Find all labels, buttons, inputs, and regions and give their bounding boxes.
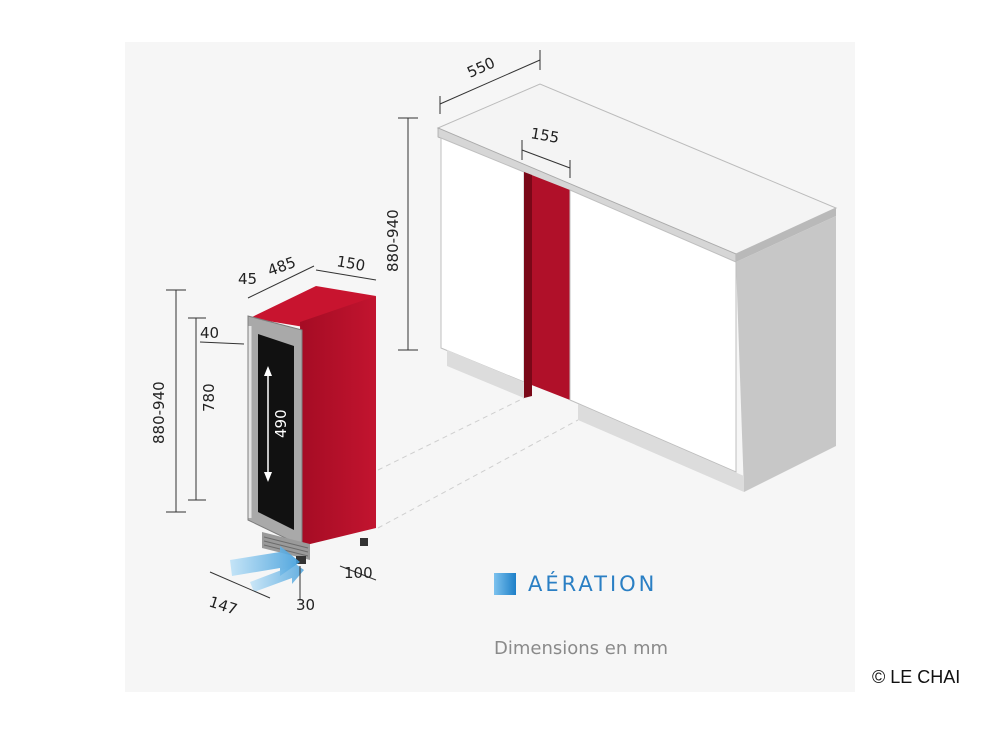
- legend-label: AÉRATION: [528, 572, 658, 596]
- dim-door-offset: 45: [238, 270, 257, 288]
- cooler-side: [300, 296, 376, 546]
- dimension-labels: 550 155 880-940 880-940 780 45 485 150 4…: [150, 54, 561, 619]
- cooler-foot-rear: [360, 538, 368, 546]
- units-note: Dimensions en mm: [494, 638, 669, 659]
- glass-arrow-top: [264, 366, 272, 376]
- airflow-arrow-1: [230, 546, 300, 576]
- right-cabinet-plinth: [578, 404, 744, 492]
- kitchen-cabinet: [436, 83, 838, 492]
- dim-handle-gap: 40: [200, 324, 219, 342]
- dim-rear-gap: 100: [344, 564, 373, 582]
- left-cabinet-front: [440, 137, 525, 383]
- dim-cabinet-height: 880-940: [384, 209, 402, 272]
- dim-glass-height: 490: [272, 409, 290, 438]
- left-cabinet-plinth: [447, 350, 524, 398]
- airflow-swatch-icon: [494, 573, 516, 595]
- dim-foot-offset: 30: [296, 596, 315, 614]
- airflow-legend: AÉRATION: [494, 572, 657, 596]
- guide-lines: [377, 397, 579, 529]
- dim-niche-width: 155: [529, 124, 560, 147]
- dim-unit-width: 150: [335, 252, 366, 275]
- niche-back-wall: [524, 172, 570, 400]
- countertop-side-edge: [736, 208, 836, 262]
- dim-unit-height-range: 880-940: [150, 381, 168, 444]
- cooler-top: [250, 286, 376, 328]
- niche-inner-side: [524, 172, 532, 398]
- wine-cooler: [247, 286, 376, 564]
- airflow-arrow-2: [250, 560, 304, 592]
- dimension-lines: [166, 50, 571, 600]
- cooler-glass: [258, 334, 294, 530]
- dim-cabinet-depth: 550: [464, 54, 497, 82]
- vent-slats: [263, 536, 309, 557]
- cabinet-side-panel: [736, 216, 836, 492]
- dim-unit-height: 780: [200, 383, 218, 412]
- copyright: © LE CHAI: [872, 667, 961, 687]
- cooler-foot-front: [296, 556, 306, 564]
- right-cabinet-front: [569, 189, 737, 473]
- glass-arrow-bottom: [264, 472, 272, 482]
- dim-vent-clearance: 147: [207, 593, 240, 619]
- airflow-arrows: [230, 546, 304, 592]
